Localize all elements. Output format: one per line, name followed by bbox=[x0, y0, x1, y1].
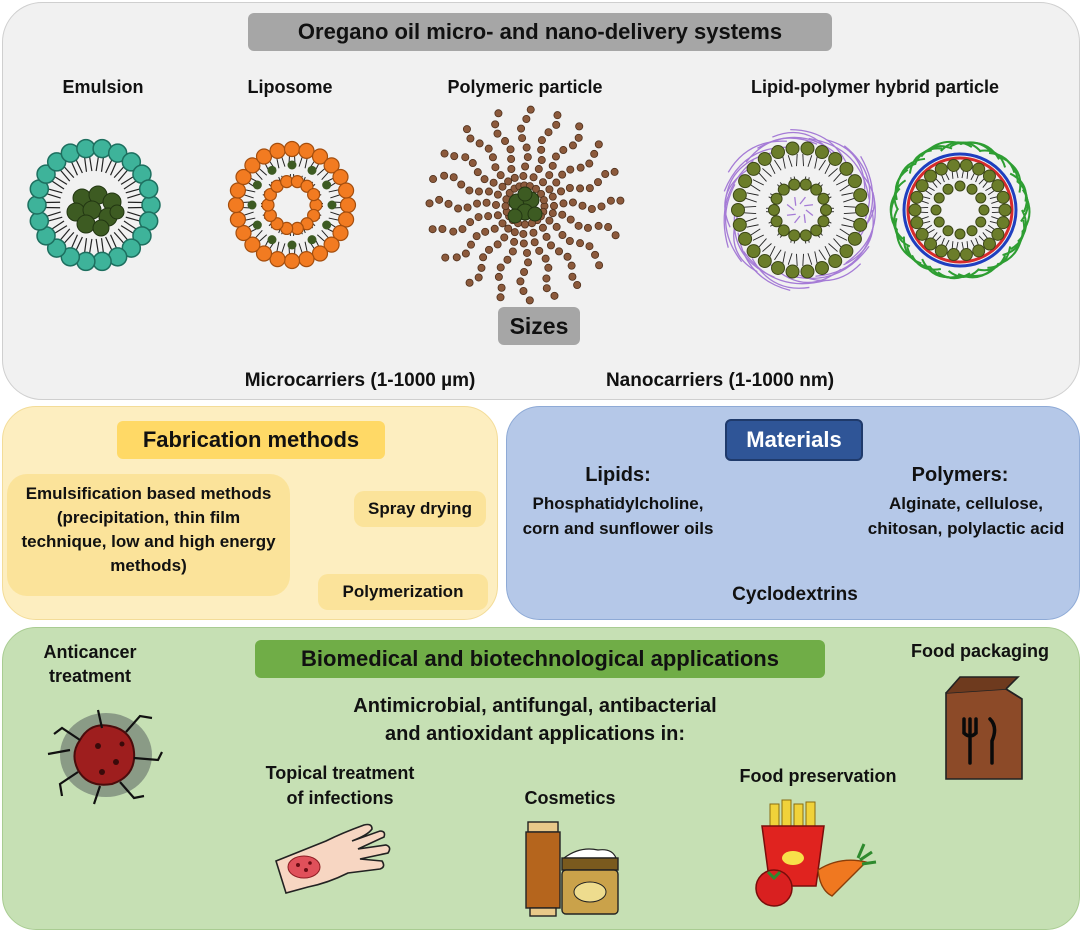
lipid-polymer-hybrid-illustration-1 bbox=[723, 128, 876, 292]
tumor-icon bbox=[47, 709, 163, 805]
lipids-line-1: Phosphatidylcholine, bbox=[532, 494, 704, 513]
polymers-title: Polymers: bbox=[911, 464, 1009, 486]
anticancer-label-1: Anticancer bbox=[43, 642, 137, 662]
nanocarriers-label: Nanocarriers (1-1000 nm) bbox=[605, 370, 835, 391]
label-liposome: Liposome bbox=[247, 77, 333, 97]
food-packaging-label: Food packaging bbox=[910, 641, 1049, 661]
emulsion-illustration bbox=[27, 138, 161, 272]
polymers-line-1: Alginate, cellulose, bbox=[889, 494, 1043, 513]
topical-label-2: of infections bbox=[286, 788, 394, 808]
polymeric-particle-illustration bbox=[425, 105, 625, 305]
spray-drying-box: Spray drying bbox=[354, 491, 486, 527]
topical-label-1: Topical treatment bbox=[265, 763, 415, 783]
label-emulsion: Emulsion bbox=[62, 77, 144, 97]
label-lipid-polymer-hybrid: Lipid-polymer hybrid particle bbox=[750, 77, 1000, 97]
antimicrobial-line-2: and antioxidant applications in: bbox=[384, 723, 686, 745]
food-preservation-label: Food preservation bbox=[739, 766, 897, 786]
antimicrobial-line-1: Antimicrobial, antifungal, antibacterial bbox=[353, 695, 717, 717]
delivery-systems-title: Oregano oil micro- and nano-delivery sys… bbox=[248, 13, 832, 51]
cyclodextrins-label: Cyclodextrins bbox=[732, 584, 858, 605]
liposome-illustration bbox=[227, 140, 357, 270]
infected-hand-icon bbox=[275, 823, 391, 894]
polymerization-box: Polymerization bbox=[318, 574, 488, 610]
cosmetics-label: Cosmetics bbox=[524, 788, 616, 808]
microcarriers-label: Microcarriers (1-1000 µm) bbox=[244, 370, 476, 391]
lipids-line-2: corn and sunflower oils bbox=[522, 519, 714, 538]
polymers-line-2: chitosan, polylactic acid bbox=[867, 519, 1065, 538]
emulsification-methods-box: Emulsification based methods (precipitat… bbox=[7, 474, 290, 596]
fabrication-title: Fabrication methods bbox=[117, 421, 385, 459]
food-packaging-icon bbox=[945, 676, 1023, 780]
applications-title: Biomedical and biotechnological applicat… bbox=[255, 640, 825, 678]
lipid-polymer-hybrid-illustration-2 bbox=[889, 140, 1031, 280]
food-icon bbox=[755, 799, 877, 907]
label-polymeric-particle: Polymeric particle bbox=[447, 77, 603, 97]
anticancer-label-2: treatment bbox=[48, 666, 132, 686]
cosmetics-icon bbox=[525, 821, 619, 917]
materials-title: Materials bbox=[725, 419, 863, 461]
lipids-title: Lipids: bbox=[585, 464, 651, 486]
sizes-title: Sizes bbox=[498, 307, 580, 345]
